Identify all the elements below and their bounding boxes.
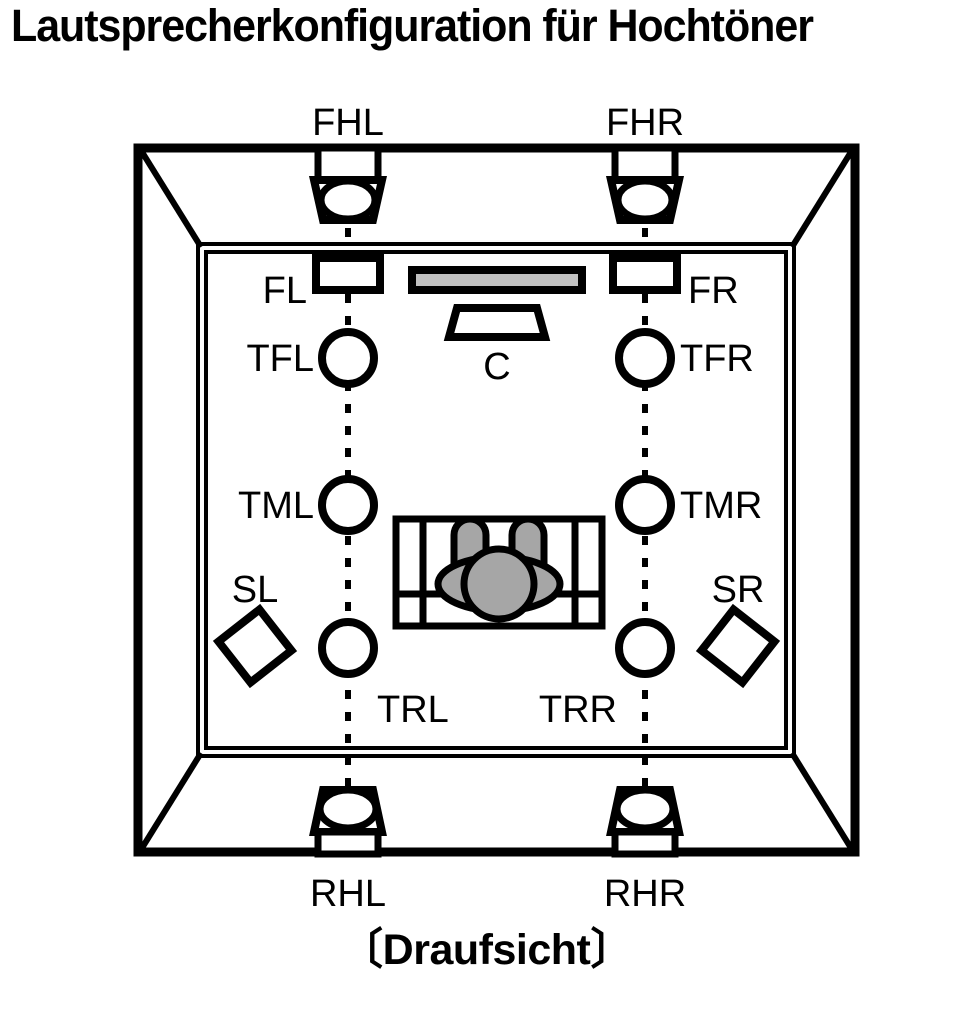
speaker-sr[interactable] xyxy=(695,603,781,689)
label-tfl: TFL xyxy=(246,338,314,380)
fhr-mount-plate xyxy=(611,144,679,184)
room-layout-diagram: FHL FHR FL FR C TFL TFR TML TMR SL SR TR… xyxy=(133,102,860,915)
label-c: C xyxy=(483,346,510,388)
figure-caption: 〔Draufsicht〕 xyxy=(340,926,633,974)
tfl-driver xyxy=(318,328,378,388)
label-fhr: FHR xyxy=(606,102,684,144)
speaker-rhl[interactable] xyxy=(309,786,387,858)
label-rhr: RHR xyxy=(604,873,686,915)
label-sr: SR xyxy=(712,569,765,611)
sl-cabinet xyxy=(212,603,298,689)
room-inner-wall-inner-line xyxy=(204,250,788,750)
television xyxy=(408,266,586,294)
speaker-tml[interactable] xyxy=(318,475,378,535)
speaker-fr[interactable] xyxy=(609,254,681,294)
corner-diagonal-bottom-right xyxy=(789,751,854,850)
label-tfr: TFR xyxy=(680,338,754,380)
rhl-mount-plate xyxy=(314,828,382,858)
label-fhl: FHL xyxy=(312,102,384,144)
seating-area xyxy=(392,515,606,630)
figure-title: Lautsprecherkonfiguration für Hochtöner xyxy=(11,0,814,51)
speaker-fl[interactable] xyxy=(312,254,384,294)
fhl-driver-icon xyxy=(317,177,379,223)
label-fr: FR xyxy=(688,270,739,312)
speaker-tfr[interactable] xyxy=(615,328,675,388)
speaker-tmr[interactable] xyxy=(615,475,675,535)
label-trr: TRR xyxy=(539,689,617,731)
speaker-tfl[interactable] xyxy=(318,328,378,388)
label-rhl: RHL xyxy=(310,873,386,915)
label-fl: FL xyxy=(263,270,307,312)
sr-cabinet xyxy=(695,603,781,689)
room-outline xyxy=(133,143,860,857)
speaker-rhr[interactable] xyxy=(606,786,684,858)
speaker-fhl[interactable] xyxy=(309,144,387,224)
speaker-trl[interactable] xyxy=(318,618,378,678)
tfr-driver xyxy=(615,328,675,388)
label-tmr: TMR xyxy=(680,485,762,527)
tv-screen xyxy=(408,266,586,294)
rhr-driver-icon xyxy=(613,786,677,832)
fl-cabinet xyxy=(312,254,384,294)
person-head xyxy=(460,545,538,623)
trl-driver xyxy=(318,618,378,678)
speaker-c[interactable] xyxy=(443,304,551,341)
speaker-trr[interactable] xyxy=(615,618,675,678)
tml-driver xyxy=(318,475,378,535)
label-sl: SL xyxy=(232,569,278,611)
speaker-sl[interactable] xyxy=(212,603,298,689)
rhr-mount-plate xyxy=(611,828,679,858)
fhr-driver-icon xyxy=(614,177,676,223)
corner-diagonal-top-left xyxy=(139,150,204,249)
speaker-labels: FHL FHR FL FR C TFL TFR TML TMR SL SR TR… xyxy=(232,102,765,915)
tmr-driver xyxy=(615,475,675,535)
room-outer-wall xyxy=(133,143,860,857)
label-trl: TRL xyxy=(377,689,449,731)
c-cabinet xyxy=(443,304,551,341)
room-inner-wall-outer-line xyxy=(196,242,796,758)
trr-driver xyxy=(615,618,675,678)
speaker-fhr[interactable] xyxy=(606,144,684,224)
corner-diagonal-bottom-left xyxy=(139,751,204,850)
fhl-mount-plate xyxy=(314,144,382,184)
rhl-driver-icon xyxy=(316,786,380,832)
corner-diagonal-top-right xyxy=(789,150,854,249)
label-tml: TML xyxy=(238,485,314,527)
fr-cabinet xyxy=(609,254,681,294)
